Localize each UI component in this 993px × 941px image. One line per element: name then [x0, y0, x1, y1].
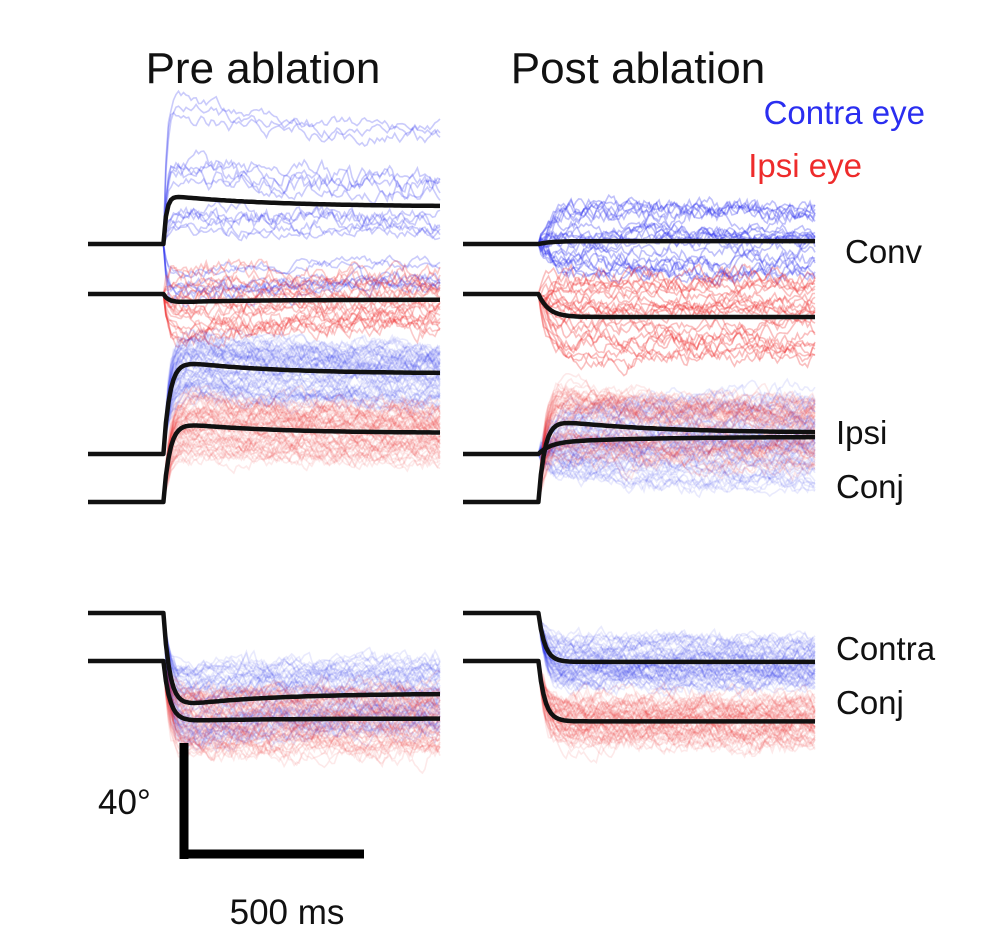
scale-bar: [179, 743, 364, 859]
mean-trace-ipsi_conj-pre-contra: [88, 361, 440, 457]
row-label-conv: Conv: [845, 233, 923, 270]
column-title-pre: Pre ablation: [146, 44, 381, 93]
mean-trace-contra_conj-post-ipsi: [463, 658, 815, 724]
mean-trace-ipsi_conj-post-contra: [463, 434, 815, 457]
row-label-contra: Contra: [836, 630, 936, 667]
legend-contra-eye: Contra eye: [764, 94, 925, 131]
scale-bar-time-label: 500 ms: [230, 893, 345, 932]
mean-trace-conv-post-contra: [463, 238, 815, 247]
mean-trace-conv-pre-contra: [88, 194, 440, 247]
mean-trace-ipsi_conj-post-ipsi: [463, 420, 815, 505]
trace-group-contra_conj-post-contra: [463, 612, 816, 699]
trace-group-conv-pre-contra: [88, 89, 441, 308]
row-label-ipsi: Ipsi: [836, 414, 887, 451]
mean-trace-conv-post-ipsi: [463, 291, 815, 320]
mean-trace-ipsi_conj-pre-ipsi: [88, 423, 440, 505]
column-title-post: Post ablation: [511, 44, 765, 93]
mean-trace-contra_conj-pre-ipsi: [88, 658, 440, 723]
row-label-conj-lower: Conj: [836, 684, 904, 721]
row-label-conj-upper: Conj: [836, 468, 904, 505]
trace-group-conv-post-ipsi: [463, 263, 816, 377]
scale-bar-degrees-label: 40°: [98, 783, 151, 822]
legend-ipsi-eye: Ipsi eye: [748, 147, 862, 184]
mean-trace-contra_conj-pre-contra: [88, 610, 440, 706]
mean-trace-contra_conj-post-contra: [463, 610, 815, 665]
mean-trace-conv-pre-ipsi: [88, 291, 440, 305]
trace-panels: [88, 89, 816, 775]
